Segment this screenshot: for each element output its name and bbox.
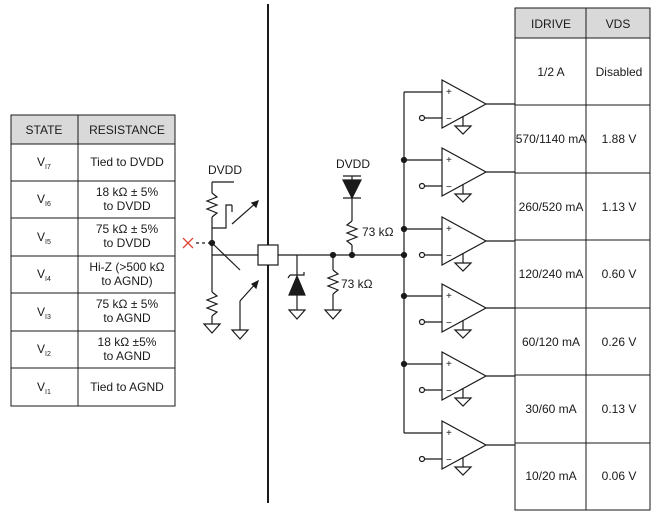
idrive-cell: 60/120 mA [522, 335, 580, 349]
vds-cell: 1.88 V [602, 132, 637, 146]
dvdd-label-right: DVDD [336, 157, 370, 171]
resistance-header: RESISTANCE [89, 123, 165, 137]
comparator [404, 419, 515, 476]
svg-text:−: − [446, 114, 452, 125]
input-pin-box [257, 244, 279, 266]
idrive-table: IDRIVE VDS 1/2 A Disabled 570/1140 mA 1.… [514, 7, 651, 511]
state-header: STATE [26, 123, 63, 137]
svg-text:+: + [446, 291, 452, 302]
vds-cell: 0.13 V [602, 402, 637, 416]
resistor-73k-top-icon [345, 220, 359, 246]
svg-text:−: − [446, 182, 452, 193]
idrive-cell: 260/520 mA [519, 200, 584, 214]
state-cell: VI5 [37, 230, 51, 246]
state-cell: VI2 [37, 342, 51, 358]
resistance-cell: to AGND [103, 349, 151, 363]
ground-icon [230, 329, 250, 340]
svg-text:−: − [446, 386, 452, 397]
comparator [404, 146, 515, 203]
idrive-cell: 30/60 mA [525, 402, 576, 416]
vds-header: VDS [606, 17, 631, 31]
idrive-cell: 120/240 mA [519, 267, 584, 281]
input-circuit [182, 175, 404, 340]
resistance-cell: to DVDD [103, 199, 151, 213]
vds-cell: Disabled [596, 65, 643, 79]
resistance-cell: 75 kΩ ± 5% [96, 222, 159, 236]
resistance-cell: Tied to DVDD [90, 155, 164, 169]
open-pin-cross-icon [182, 237, 194, 249]
svg-text:+: + [446, 224, 452, 235]
vds-cell: 0.06 V [602, 469, 637, 483]
resistor-73k-bottom-label: 73 kΩ [341, 277, 373, 291]
state-cell: VI6 [37, 192, 51, 208]
state-cell: VI1 [37, 380, 51, 396]
ground-icon [202, 323, 222, 334]
ground-icon [323, 309, 343, 320]
svg-text:+: + [446, 87, 452, 98]
idrive-cell: 1/2 A [537, 65, 564, 79]
pulldown-resistor-icon [205, 291, 219, 317]
resistance-cell: to AGND [103, 311, 151, 325]
pullup-resistor-icon [205, 192, 219, 218]
resistance-cell: Hi-Z (>500 kΩ [89, 260, 164, 274]
idrive-cell: 10/20 mA [525, 469, 576, 483]
state-table: STATE RESISTANCE VI7 Tied to DVDD VI6 18… [10, 114, 176, 407]
resistance-cell: 75 kΩ ± 5% [96, 297, 159, 311]
comparator-bank [400, 78, 515, 476]
state-cell: VI4 [37, 267, 51, 283]
state-cell: VI7 [37, 155, 51, 171]
diode-icon [342, 179, 362, 200]
vds-cell: 1.13 V [602, 200, 637, 214]
svg-text:−: − [446, 455, 452, 466]
comparator-polarity-signs: + − + − + − + − + − + − [446, 87, 452, 466]
comparator [404, 282, 515, 339]
resistance-cell: 18 kΩ ±5% [98, 335, 157, 349]
ground-icon [287, 309, 307, 320]
svg-text:+: + [446, 428, 452, 439]
resistance-cell: 18 kΩ ± 5% [96, 185, 159, 199]
idrive-header: IDRIVE [531, 17, 571, 31]
vds-cell: 0.26 V [602, 335, 637, 349]
svg-text:+: + [446, 359, 452, 370]
zener-diode-icon [288, 274, 306, 296]
comparator [404, 215, 515, 272]
dvdd-label-left: DVDD [208, 163, 242, 177]
vds-cell: 0.60 V [602, 267, 637, 281]
comparator [404, 350, 515, 407]
state-cell: VI3 [37, 305, 51, 321]
switch-icon [231, 201, 258, 225]
resistance-cell: to DVDD [103, 236, 151, 250]
svg-text:−: − [446, 251, 452, 262]
svg-text:−: − [446, 318, 452, 329]
resistance-cell: to AGND) [101, 274, 152, 288]
resistance-cell: Tied to AGND [90, 380, 164, 394]
resistor-73k-bottom-icon [326, 269, 340, 295]
comparator [404, 78, 515, 135]
resistor-73k-top-label: 73 kΩ [362, 225, 394, 239]
idrive-cell: 570/1140 mA [516, 132, 587, 146]
svg-text:+: + [446, 155, 452, 166]
